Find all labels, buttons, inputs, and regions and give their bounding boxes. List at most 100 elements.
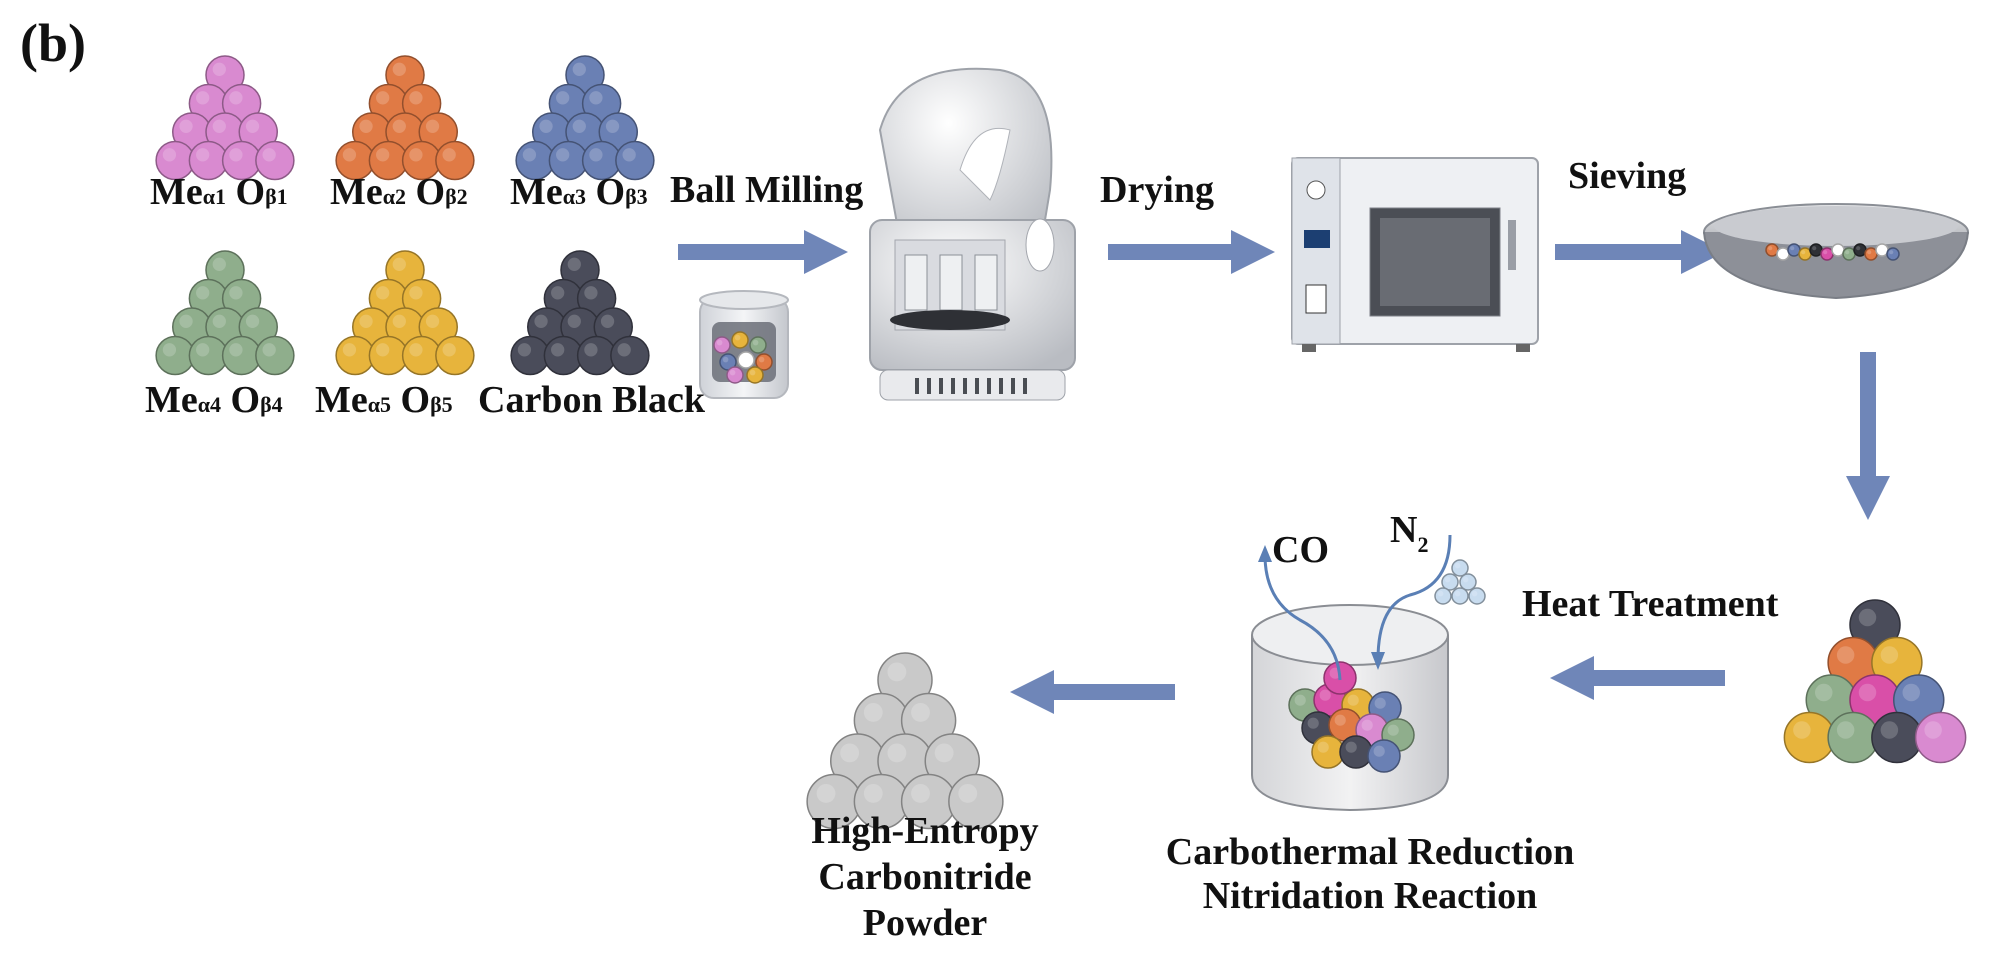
particle-highlight bbox=[734, 334, 741, 341]
powder-particle bbox=[610, 335, 650, 376]
particle-highlight bbox=[1836, 721, 1855, 739]
particle-highlight bbox=[376, 91, 390, 105]
particle-highlight bbox=[442, 343, 456, 357]
particle-highlight bbox=[425, 314, 440, 328]
arrow-to-mixed-powder bbox=[1846, 352, 1890, 520]
particle-highlight bbox=[1471, 590, 1478, 597]
particle-highlight bbox=[1334, 714, 1346, 726]
particle-highlight bbox=[342, 148, 357, 162]
particle-highlight bbox=[816, 783, 836, 803]
arrow-to-sieve bbox=[1555, 230, 1725, 274]
sieved-particle bbox=[1886, 247, 1900, 261]
particle-highlight bbox=[887, 743, 907, 763]
vent-slot bbox=[1023, 378, 1027, 394]
oxide-3-pile bbox=[515, 55, 655, 181]
particle-highlight bbox=[1836, 646, 1855, 664]
particle-highlight bbox=[1880, 646, 1899, 664]
particle-highlight bbox=[1889, 250, 1894, 255]
oxide-1-label: Meα1 Oβ1 bbox=[150, 171, 288, 213]
arrow-head bbox=[1681, 230, 1725, 274]
particle-highlight bbox=[229, 148, 243, 162]
milling-ball bbox=[746, 366, 764, 384]
particle-highlight bbox=[229, 343, 243, 357]
arrow-to-product bbox=[1010, 670, 1175, 714]
particle-highlight bbox=[572, 62, 586, 76]
particle-highlight bbox=[567, 257, 581, 271]
mixed-powder-pile bbox=[1783, 599, 1967, 764]
particle-highlight bbox=[1878, 246, 1883, 251]
particle-highlight bbox=[359, 314, 373, 328]
crucible-icon bbox=[1251, 604, 1449, 812]
nitrogen-particle bbox=[1451, 587, 1469, 605]
arrow-head bbox=[1846, 476, 1890, 520]
powder-particle bbox=[401, 335, 442, 376]
powder-particle bbox=[335, 335, 375, 376]
oxide-1-pile bbox=[155, 55, 295, 181]
particle-highlight bbox=[589, 91, 603, 105]
ball-mill-machine-icon bbox=[869, 67, 1076, 401]
vent-slot bbox=[999, 378, 1003, 394]
particle-highlight bbox=[409, 343, 423, 357]
milling-ball bbox=[726, 366, 744, 384]
oxide-2-label: Meα2 Oβ2 bbox=[330, 171, 468, 213]
product-label: High-Entropy Carbonitride Powder bbox=[760, 808, 1090, 946]
n2-gas-label: N2 bbox=[1390, 509, 1429, 557]
particle-highlight bbox=[716, 339, 723, 346]
arrow-head bbox=[1010, 670, 1054, 714]
particle-highlight bbox=[584, 343, 598, 357]
particle-highlight bbox=[758, 356, 765, 363]
powder-particle bbox=[1783, 711, 1836, 764]
sieve-dish-icon bbox=[1703, 203, 1969, 300]
milling-ball bbox=[731, 331, 749, 349]
sieved-particle bbox=[1765, 243, 1779, 257]
particle-highlight bbox=[196, 91, 210, 105]
particle-highlight bbox=[551, 343, 565, 357]
particle-highlight bbox=[539, 119, 553, 133]
particle-highlight bbox=[1823, 250, 1828, 255]
powder-particle bbox=[188, 335, 229, 376]
particle-highlight bbox=[359, 119, 373, 133]
particle-highlight bbox=[392, 314, 406, 328]
particle-highlight bbox=[1880, 721, 1899, 739]
particle-highlight bbox=[212, 62, 226, 76]
particle-highlight bbox=[425, 119, 440, 133]
particle-highlight bbox=[517, 343, 532, 357]
powder-particle bbox=[155, 335, 195, 376]
sieved-particle bbox=[1875, 243, 1889, 257]
particle-highlight bbox=[1768, 246, 1773, 251]
particle-highlight bbox=[572, 119, 586, 133]
particle-highlight bbox=[740, 354, 747, 361]
particle-highlight bbox=[1902, 683, 1920, 702]
particle-highlight bbox=[1845, 250, 1850, 255]
milling-ball bbox=[713, 336, 731, 354]
nitrogen-particle bbox=[1434, 587, 1452, 605]
product-line-2: Carbonitride bbox=[818, 856, 1032, 898]
vent-slot bbox=[963, 378, 967, 394]
particle-highlight bbox=[409, 148, 423, 162]
particle-highlight bbox=[567, 314, 581, 328]
particle-highlight bbox=[409, 91, 423, 105]
particle-highlight bbox=[729, 369, 736, 376]
vent-slot bbox=[927, 378, 931, 394]
particle-highlight bbox=[1858, 608, 1877, 627]
sieving-label: Sieving bbox=[1568, 155, 1687, 197]
oxide-5-pile bbox=[335, 250, 475, 376]
sieved-particle bbox=[1787, 243, 1801, 257]
particle-highlight bbox=[1437, 590, 1444, 597]
powder-particle bbox=[368, 335, 409, 376]
particle-highlight bbox=[934, 743, 954, 763]
particle-highlight bbox=[1454, 562, 1461, 569]
particle-highlight bbox=[409, 286, 423, 300]
particle-highlight bbox=[722, 356, 729, 363]
particle-highlight bbox=[1345, 741, 1357, 753]
particle-highlight bbox=[392, 257, 406, 271]
arrow-head bbox=[1550, 656, 1594, 700]
particle-highlight bbox=[1307, 717, 1319, 729]
particle-highlight bbox=[1812, 246, 1817, 251]
particle-highlight bbox=[196, 148, 210, 162]
reaction-particle bbox=[1311, 735, 1345, 769]
particle-highlight bbox=[551, 286, 565, 300]
particle-highlight bbox=[911, 702, 930, 722]
product-line-1: High-Entropy bbox=[811, 810, 1039, 852]
particle-highlight bbox=[1294, 694, 1306, 706]
